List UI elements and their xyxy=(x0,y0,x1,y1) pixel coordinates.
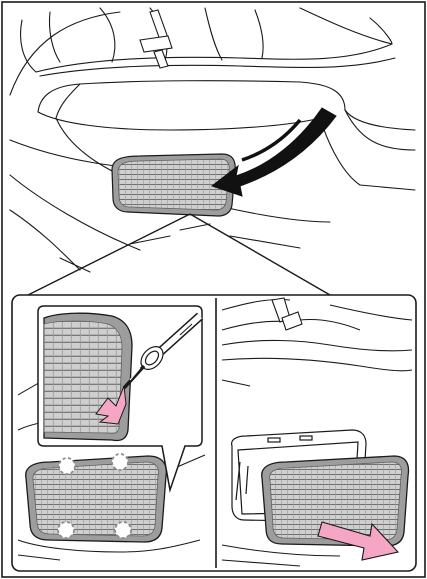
clip-marker-bottom-left xyxy=(58,522,74,538)
grille-with-clips-icon xyxy=(26,456,167,542)
clip-marker-bottom-right xyxy=(115,522,131,538)
clip-marker-top-left xyxy=(59,458,75,474)
clip-marker-top-right xyxy=(112,454,128,470)
